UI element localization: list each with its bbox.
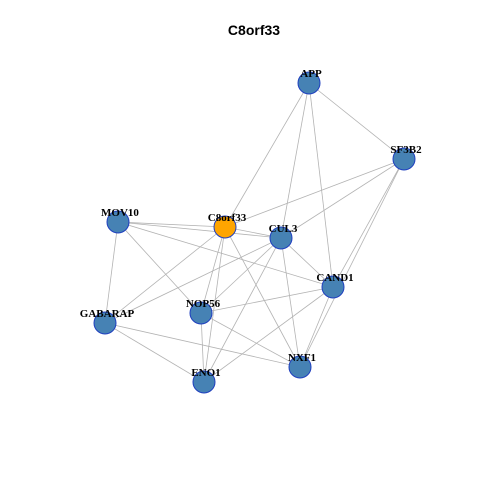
edge-c8orf33-nxf1 — [224, 226, 301, 368]
node-app[interactable] — [297, 71, 321, 95]
edge-app-c8orf33 — [224, 82, 310, 228]
edge-cul3-cand1 — [280, 237, 334, 288]
node-label-eno1: ENO1 — [191, 367, 220, 379]
edge-cul3-nxf1 — [280, 237, 301, 368]
node-label-nop56: NOP56 — [186, 298, 221, 310]
node-cul3[interactable] — [269, 226, 293, 250]
edge-c8orf33-nop56 — [200, 226, 226, 314]
edge-mov10-cul3 — [117, 221, 282, 239]
edge-cand1-nxf1 — [299, 286, 334, 368]
node-label-nxf1: NXF1 — [288, 352, 316, 364]
node-mov10[interactable] — [106, 210, 130, 234]
edge-sf3b2-nxf1 — [299, 158, 405, 368]
edge-app-cand1 — [308, 82, 334, 288]
edge-mov10-nop56 — [117, 221, 202, 314]
edge-mov10-c8orf33 — [117, 221, 226, 228]
node-label-cul3: CUL3 — [269, 223, 298, 235]
edge-cul3-eno1 — [203, 237, 282, 383]
edge-sf3b2-c8orf33 — [224, 158, 405, 228]
edge-nop56-eno1 — [200, 312, 205, 383]
edge-app-cul3 — [280, 82, 310, 239]
node-label-app: APP — [300, 68, 322, 80]
edge-cul3-nop56 — [200, 237, 282, 314]
node-nxf1[interactable] — [288, 355, 312, 379]
node-cand1[interactable] — [321, 275, 345, 299]
node-label-sf3b2: SF3B2 — [390, 144, 422, 156]
node-label-mov10: MOV10 — [101, 207, 139, 219]
edge-app-sf3b2 — [308, 82, 405, 160]
graph-title: C8orf33 — [228, 22, 280, 38]
node-label-cand1: CAND1 — [316, 272, 353, 284]
edge-cul3-gabarap — [104, 237, 282, 324]
edge-cand1-nop56 — [200, 286, 334, 314]
node-sf3b2[interactable] — [392, 147, 416, 171]
edge-nop56-nxf1 — [200, 312, 301, 368]
edge-c8orf33-gabarap — [104, 226, 226, 324]
edge-layer — [104, 82, 405, 383]
node-layer — [93, 71, 416, 394]
node-label-c8orf33: C8orf33 — [208, 212, 247, 224]
node-eno1[interactable] — [192, 370, 216, 394]
node-label-gabarap: GABARAP — [80, 308, 135, 320]
node-nop56[interactable] — [189, 301, 213, 325]
edge-sf3b2-cul3 — [280, 158, 405, 239]
edge-sf3b2-cand1 — [332, 158, 405, 288]
node-c8orf33[interactable] — [213, 215, 237, 239]
edge-mov10-cand1 — [117, 221, 334, 288]
edge-gabarap-eno1 — [104, 322, 205, 383]
edge-mov10-gabarap — [104, 221, 119, 324]
node-gabarap[interactable] — [93, 311, 117, 335]
edge-cand1-eno1 — [203, 286, 334, 383]
edge-c8orf33-eno1 — [203, 226, 226, 383]
